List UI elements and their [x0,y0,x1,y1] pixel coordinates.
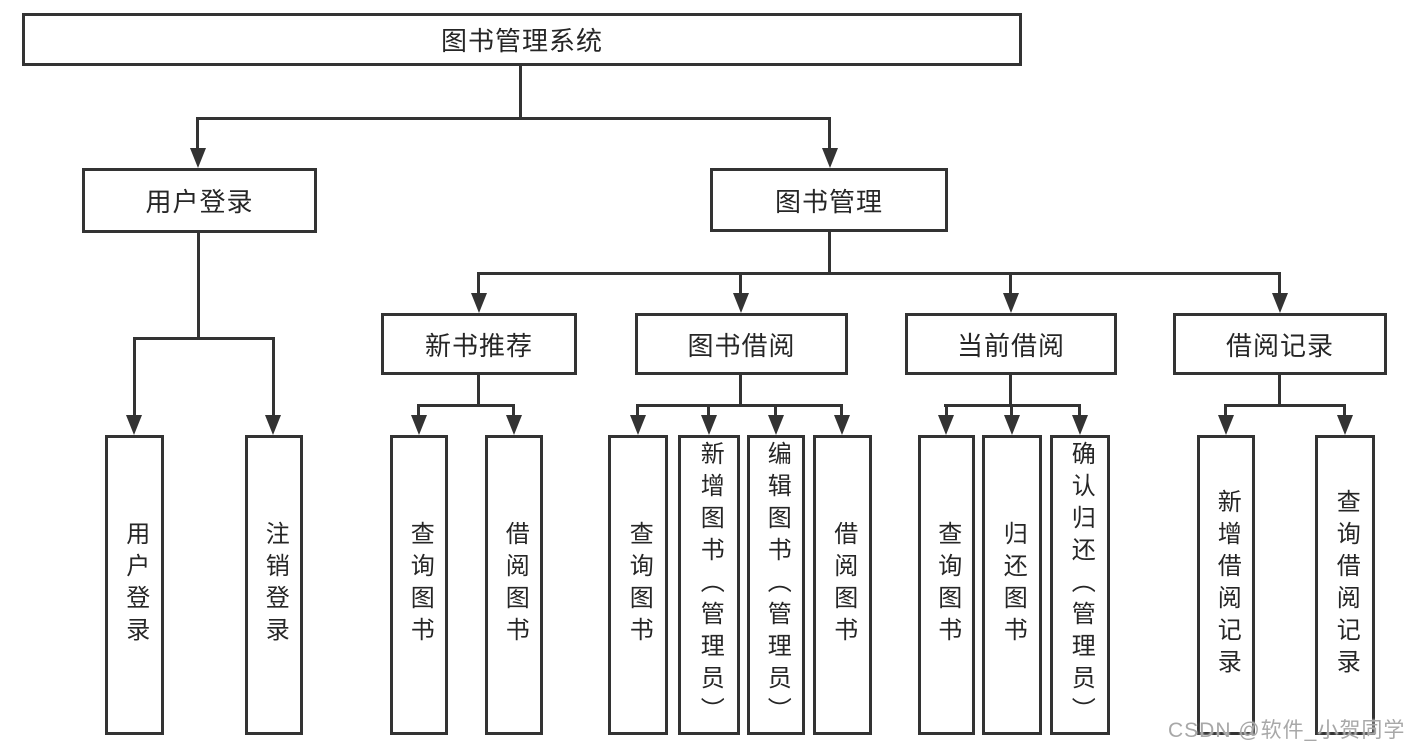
connector-line [196,117,199,152]
leaf-label: 查询图书 [406,521,434,649]
leaf-current-confirm-return-admin: 确认归还（管理员） [1050,435,1110,735]
connector-line [739,272,742,297]
arrow-down-icon [126,415,142,435]
connector-line [707,404,710,420]
connector-line [828,230,831,275]
leaf-borrowing-add-books-admin: 新增图书（管理员） [678,435,740,735]
leaf-logout: 注销登录 [245,435,303,735]
leaf-borrowing-borrow-books: 借阅图书 [813,435,872,735]
connector-line [417,404,420,420]
arrow-down-icon [768,415,784,435]
leaf-label: 新增借阅记录 [1213,489,1241,681]
node-current-borrowing: 当前借阅 [905,313,1117,375]
connector-line [636,404,843,407]
connector-line [1278,272,1281,297]
connector-line [477,272,480,297]
connector-line [828,117,831,152]
leaf-user-login: 用户登录 [105,435,164,735]
connector-line [417,404,515,407]
node-user-login: 用户登录 [82,168,317,233]
leaf-label: 查询图书 [933,521,961,649]
connector-line [1278,372,1281,407]
leaf-records-query-record: 查询借阅记录 [1315,435,1375,735]
node-label: 图书管理系统 [440,26,603,56]
arrow-down-icon [1218,415,1234,435]
leaf-borrowing-query-books: 查询图书 [608,435,668,735]
leaf-recommend-borrow-books: 借阅图书 [485,435,543,735]
leaf-label: 编辑图书（管理员） [763,441,791,729]
node-label: 用户登录 [145,187,254,217]
node-label: 借阅记录 [1225,330,1334,361]
connector-line [1010,404,1013,420]
arrow-down-icon [506,415,522,435]
arrow-down-icon [834,415,850,435]
arrow-down-icon [938,415,954,435]
connector-line [739,372,742,407]
leaf-label: 借阅图书 [829,521,857,649]
node-library-management-system: 图书管理系统 [22,13,1022,66]
connector-line [840,404,843,420]
connector-line [519,64,522,120]
arrow-down-icon [471,293,487,313]
arrow-down-icon [265,415,281,435]
leaf-current-return-books: 归还图书 [982,435,1042,735]
leaf-label: 注销登录 [261,521,289,649]
leaf-label: 用户登录 [121,521,149,649]
connector-line [477,372,480,407]
leaf-label: 查询图书 [625,521,653,649]
connector-line [512,404,515,420]
connector-line [1009,372,1012,407]
connector-line [272,337,275,419]
connector-line [1224,404,1346,407]
node-borrowing-records: 借阅记录 [1173,313,1387,375]
arrow-down-icon [733,293,749,313]
node-label: 图书管理 [774,186,883,217]
leaf-records-add-record: 新增借阅记录 [1197,435,1255,735]
leaf-label: 查询借阅记录 [1332,489,1360,681]
node-book-management: 图书管理 [710,168,948,232]
arrow-down-icon [630,415,646,435]
arrow-down-icon [1004,415,1020,435]
leaf-label: 借阅图书 [501,521,529,649]
connector-line [1224,404,1227,420]
leaf-borrowing-edit-books-admin: 编辑图书（管理员） [747,435,805,735]
node-new-book-recommend: 新书推荐 [381,313,577,375]
leaf-label: 归还图书 [999,521,1027,649]
connector-line [945,404,948,420]
arrow-down-icon [701,415,717,435]
arrow-down-icon [822,148,838,168]
connector-line [133,337,136,419]
connector-line [1343,404,1346,420]
connector-line [197,117,831,120]
arrow-down-icon [1272,293,1288,313]
node-label: 新书推荐 [424,330,533,361]
leaf-label: 新增图书（管理员） [696,441,724,729]
arrow-down-icon [1003,293,1019,313]
connector-line [1009,272,1012,297]
node-label: 当前借阅 [956,330,1065,361]
arrow-down-icon [190,148,206,168]
connector-line [774,404,777,420]
leaf-label: 确认归还（管理员） [1067,441,1095,729]
node-label: 图书借阅 [687,330,796,361]
csdn-watermark: CSDN @软件_小贺同学 [1168,719,1405,742]
connector-line [133,337,275,340]
arrow-down-icon [411,415,427,435]
node-book-borrowing: 图书借阅 [635,313,848,375]
leaf-current-query-books: 查询图书 [918,435,975,735]
connector-line [477,272,1281,275]
connector-line [197,230,200,340]
leaf-recommend-query-books: 查询图书 [390,435,448,735]
arrow-down-icon [1337,415,1353,435]
arrow-down-icon [1072,415,1088,435]
connector-line [1078,404,1081,420]
connector-line [636,404,639,420]
